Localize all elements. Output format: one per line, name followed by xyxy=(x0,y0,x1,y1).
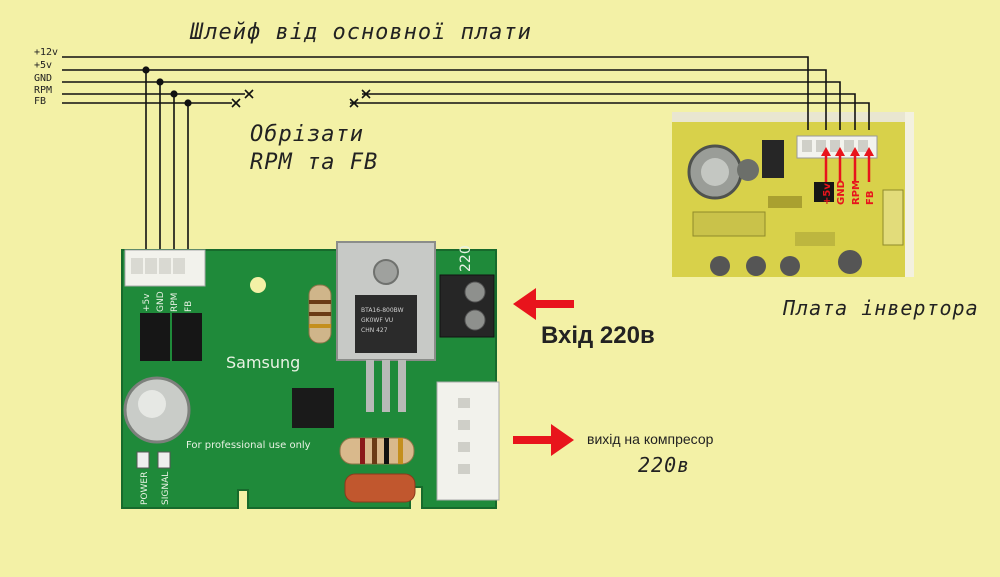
wire-5v xyxy=(62,69,827,130)
inverter-board-label: Плата інвертора xyxy=(783,296,979,320)
module-pin-label: GND xyxy=(156,291,166,312)
wire-label-12v: +12v xyxy=(34,47,59,58)
output-arrow-icon xyxy=(513,424,574,456)
wire-gnd xyxy=(62,81,841,130)
inverter-pin-label: RPM xyxy=(851,180,862,205)
module-pin-label: FB xyxy=(184,301,194,312)
inverter-pin-label: GND xyxy=(836,180,847,205)
wire-label-fb: FB xyxy=(34,96,47,107)
input-label: Вхід 220в xyxy=(541,322,655,349)
input-arrow-icon xyxy=(513,288,574,320)
module-voltage-mark: 220 xyxy=(458,245,474,272)
module-pin-label: +5v xyxy=(142,293,152,312)
module-footer-text: For professional use only xyxy=(186,440,311,451)
wire-rpm-right xyxy=(362,93,856,130)
inverter-board xyxy=(672,112,914,277)
wire-fb-right xyxy=(350,102,870,130)
cable-wires xyxy=(62,56,870,256)
led-label-power: POWER xyxy=(140,472,150,505)
triac-marking: CHN 427 xyxy=(361,327,388,334)
wire-label-gnd: GND xyxy=(34,73,53,84)
wire-label-5v: +5v xyxy=(34,60,53,71)
module-brand: Samsung xyxy=(226,353,300,372)
module-pin-label: RPM xyxy=(170,293,180,312)
output-voltage-label: 220в xyxy=(638,453,691,477)
inverter-pin-label: +5v xyxy=(822,183,833,205)
wire-label-rpm: RPM xyxy=(34,85,53,96)
cable-title: Шлейф від основної плати xyxy=(190,20,532,45)
inverter-pin-label: FB xyxy=(865,191,876,205)
module-board xyxy=(121,241,500,509)
triac-marking: GK0WF VU xyxy=(361,317,393,324)
led-label-signal: SIGNAL xyxy=(161,472,171,505)
wire-12v xyxy=(62,56,809,130)
cut-marks xyxy=(231,89,371,108)
cut-note: Обрізати xyxy=(250,122,364,147)
inverter-pin-arrows xyxy=(821,147,874,182)
output-label: вихід на компресор xyxy=(587,431,714,447)
cut-note: RPM та FB xyxy=(250,150,379,175)
wire-junctions xyxy=(142,66,192,107)
triac-marking: BTA16-800BW xyxy=(361,307,404,314)
